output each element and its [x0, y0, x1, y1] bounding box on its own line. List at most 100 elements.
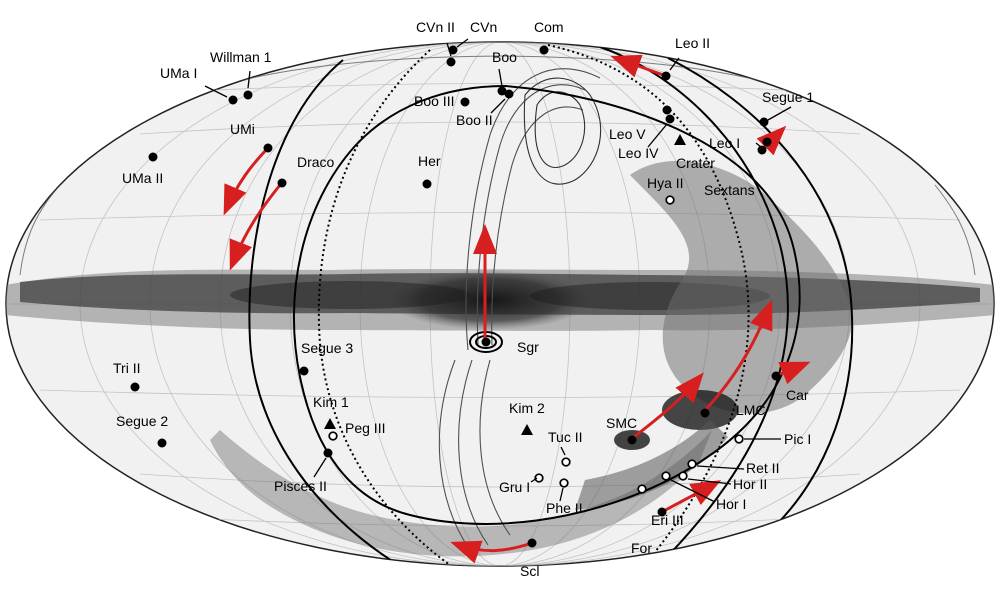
- segue-2-marker: [157, 438, 167, 448]
- marker-layer: [130, 45, 781, 548]
- draco-label: Draco: [297, 154, 335, 170]
- segue-2-label: Segue 2: [116, 413, 168, 429]
- magellanic-features: [210, 160, 853, 557]
- arrow-smc: [628, 372, 704, 442]
- boo-ii-leader-line: [490, 98, 506, 114]
- eri-iii-label: Eri III: [651, 512, 684, 528]
- arrow-leo-ii: [610, 54, 668, 78]
- umi-marker: [263, 143, 273, 153]
- kim-1-marker: [324, 418, 336, 429]
- leo-v-label: Leo V: [609, 126, 646, 142]
- uma-ii-label: UMa II: [122, 170, 163, 186]
- uma-i-marker: [228, 95, 238, 105]
- pic-i-marker: [734, 434, 744, 444]
- cvn-label: CVn: [470, 19, 497, 35]
- phe-ii-leader-line: [559, 487, 564, 502]
- gru-i-leader-line: [530, 477, 538, 483]
- gru-i-marker: [534, 473, 544, 483]
- tri-ii-marker: [130, 382, 140, 392]
- scl-label: Scl: [520, 563, 539, 579]
- hor-ii-marker: [678, 471, 688, 481]
- com-marker: [539, 45, 549, 55]
- boo-iii-label: Boo III: [414, 93, 454, 109]
- willman-1-label: Willman 1: [210, 49, 272, 65]
- boo-leader-line: [498, 68, 503, 87]
- sextans-marker: [762, 137, 772, 147]
- her-label: Her: [418, 153, 441, 169]
- draco-marker: [277, 178, 287, 188]
- leo-i-label: Leo I: [709, 135, 740, 151]
- kim-2-marker: [521, 424, 533, 435]
- hya-ii-label: Hya II: [647, 175, 684, 191]
- tuc-ii-label: Tuc II: [548, 429, 583, 445]
- sgr-label: Sgr: [517, 339, 539, 355]
- crater-marker: [674, 134, 686, 145]
- uma-i-label: UMa I: [160, 65, 197, 81]
- segue-1-marker: [759, 117, 769, 127]
- pisces-ii-leader-line: [313, 457, 327, 478]
- arrow-umi: [223, 148, 268, 216]
- sagittarius-stream: [438, 68, 602, 551]
- leo-v-marker: [662, 105, 672, 115]
- boo-label: Boo: [492, 49, 517, 65]
- leo-i-leader-line: [755, 142, 762, 148]
- leo-iv-label: Leo IV: [618, 145, 659, 161]
- gru-i-label: Gru I: [499, 479, 530, 495]
- umi-label: UMi: [230, 121, 255, 137]
- segue-1-leader-line: [767, 106, 792, 121]
- segue-3-marker: [299, 366, 309, 376]
- kim-1-label: Kim 1: [313, 394, 349, 410]
- for-marker: [657, 507, 667, 517]
- ret-ii-marker: [687, 459, 697, 469]
- orbit-paths: [248, 44, 854, 566]
- uma-ii-marker: [148, 152, 158, 162]
- arrow-for: [660, 480, 722, 514]
- leader-layer: [204, 38, 792, 503]
- leo-ii-leader-line: [669, 57, 680, 71]
- boo-ii-label: Boo II: [456, 112, 493, 128]
- sgr-marker: [481, 337, 491, 347]
- smc-marker: [627, 435, 637, 445]
- willman-1-leader-line: [247, 70, 251, 89]
- car-label: Car: [786, 387, 809, 403]
- cvn-leader-line: [456, 38, 469, 48]
- pic-i-label: Pic I: [784, 431, 811, 447]
- uma-i-leader-line: [204, 85, 228, 98]
- willman-1-marker: [243, 90, 253, 100]
- leo-iv-marker: [665, 114, 675, 124]
- boo-ii-marker: [504, 89, 514, 99]
- lmc-marker: [700, 408, 710, 418]
- cvn-ii-marker: [446, 57, 456, 67]
- scl-marker: [527, 538, 537, 548]
- tri-ii-label: Tri II: [113, 360, 140, 376]
- ret-ii-leader-line: [696, 465, 745, 470]
- hor-i-marker: [661, 471, 671, 481]
- cvn-ii-label: CVn II: [416, 19, 455, 35]
- phe-ii-label: Phe II: [546, 500, 583, 516]
- cvn-ii-leader-line: [446, 42, 452, 57]
- for-label: For: [631, 540, 652, 556]
- sextans-label: Sextans: [704, 182, 755, 198]
- segue-1-label: Segue 1: [762, 89, 814, 105]
- smc-label: SMC: [606, 415, 637, 431]
- peg-iii-marker: [328, 431, 338, 441]
- arrow-lmc: [705, 299, 773, 410]
- phe-ii-marker: [559, 478, 569, 488]
- kim-2-label: Kim 2: [509, 400, 545, 416]
- hor-ii-leader-line: [687, 478, 732, 485]
- leo-ii-marker: [661, 71, 671, 81]
- her-marker: [422, 179, 432, 189]
- car-marker: [771, 371, 781, 381]
- eri-iii-marker: [637, 484, 647, 494]
- hor-i-leader-line: [670, 479, 716, 503]
- segue-3-label: Segue 3: [301, 340, 353, 356]
- pisces-ii-label: Pisces II: [274, 478, 327, 494]
- leo-i-marker: [757, 145, 767, 155]
- ret-ii-label: Ret II: [746, 460, 779, 476]
- leo-ii-label: Leo II: [675, 35, 710, 51]
- leo-iv-leader-line: [647, 123, 668, 148]
- hya-ii-marker: [665, 195, 675, 205]
